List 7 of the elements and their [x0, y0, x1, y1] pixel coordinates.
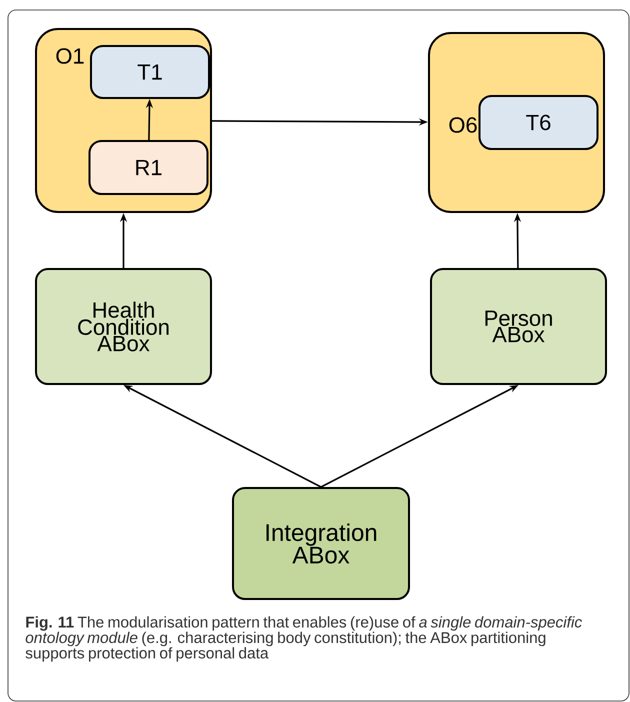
abox-box: Integration ABox	[232, 487, 410, 600]
term-box: R1	[88, 140, 208, 195]
abox-box: Health Condition ABox	[35, 268, 212, 385]
term-box: T1	[90, 45, 210, 99]
term-box: T6	[478, 95, 598, 150]
caption: Fig. 11 The modularisation pattern that enables (re)use of a single domain-specific ontology module (e.g. characterising body constitution); the ABox partitioning supports protection of personal data	[26, 616, 582, 662]
abox-box: Person ABox	[430, 268, 607, 385]
